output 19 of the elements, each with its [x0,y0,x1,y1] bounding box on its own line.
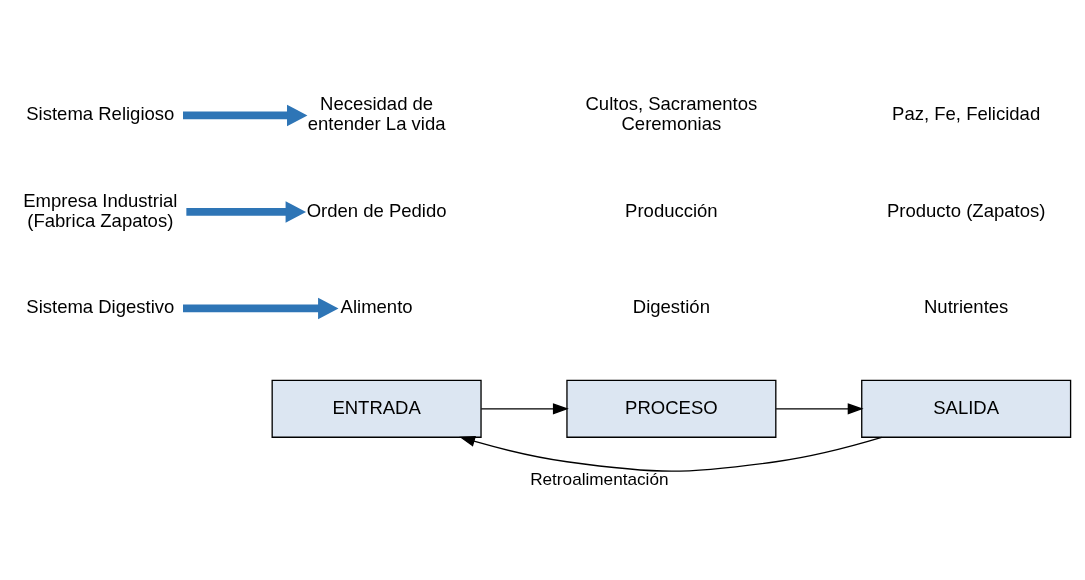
node-text: Sistema Religioso [26,103,175,125]
label: Producto (Zapatos) [886,199,1046,221]
edge-label: Retroalimentación [530,468,669,489]
label: Producción [625,199,718,221]
arrow [775,403,864,415]
node-text: Necesidad de entender La vida [307,93,446,135]
label: Nutrientes [924,296,1009,318]
node-box: SALIDA [861,379,1072,438]
node-box: ENTRADA [271,379,482,438]
node-text: Orden de Pedido [306,199,447,221]
label: Paz, Fe, Felicidad [892,103,1041,125]
label: Digestión [632,296,710,318]
arrow [459,436,883,472]
node-text: Empresa Industrial (Fabrica Zapatos) [23,189,178,231]
node-text: Sistema Digestivo [26,296,175,318]
arrow [480,403,569,415]
label: Cultos, Sacramentos Ceremonias [585,93,758,135]
node-box: PROCESO [566,379,777,438]
node-text: Alimento [340,296,413,318]
